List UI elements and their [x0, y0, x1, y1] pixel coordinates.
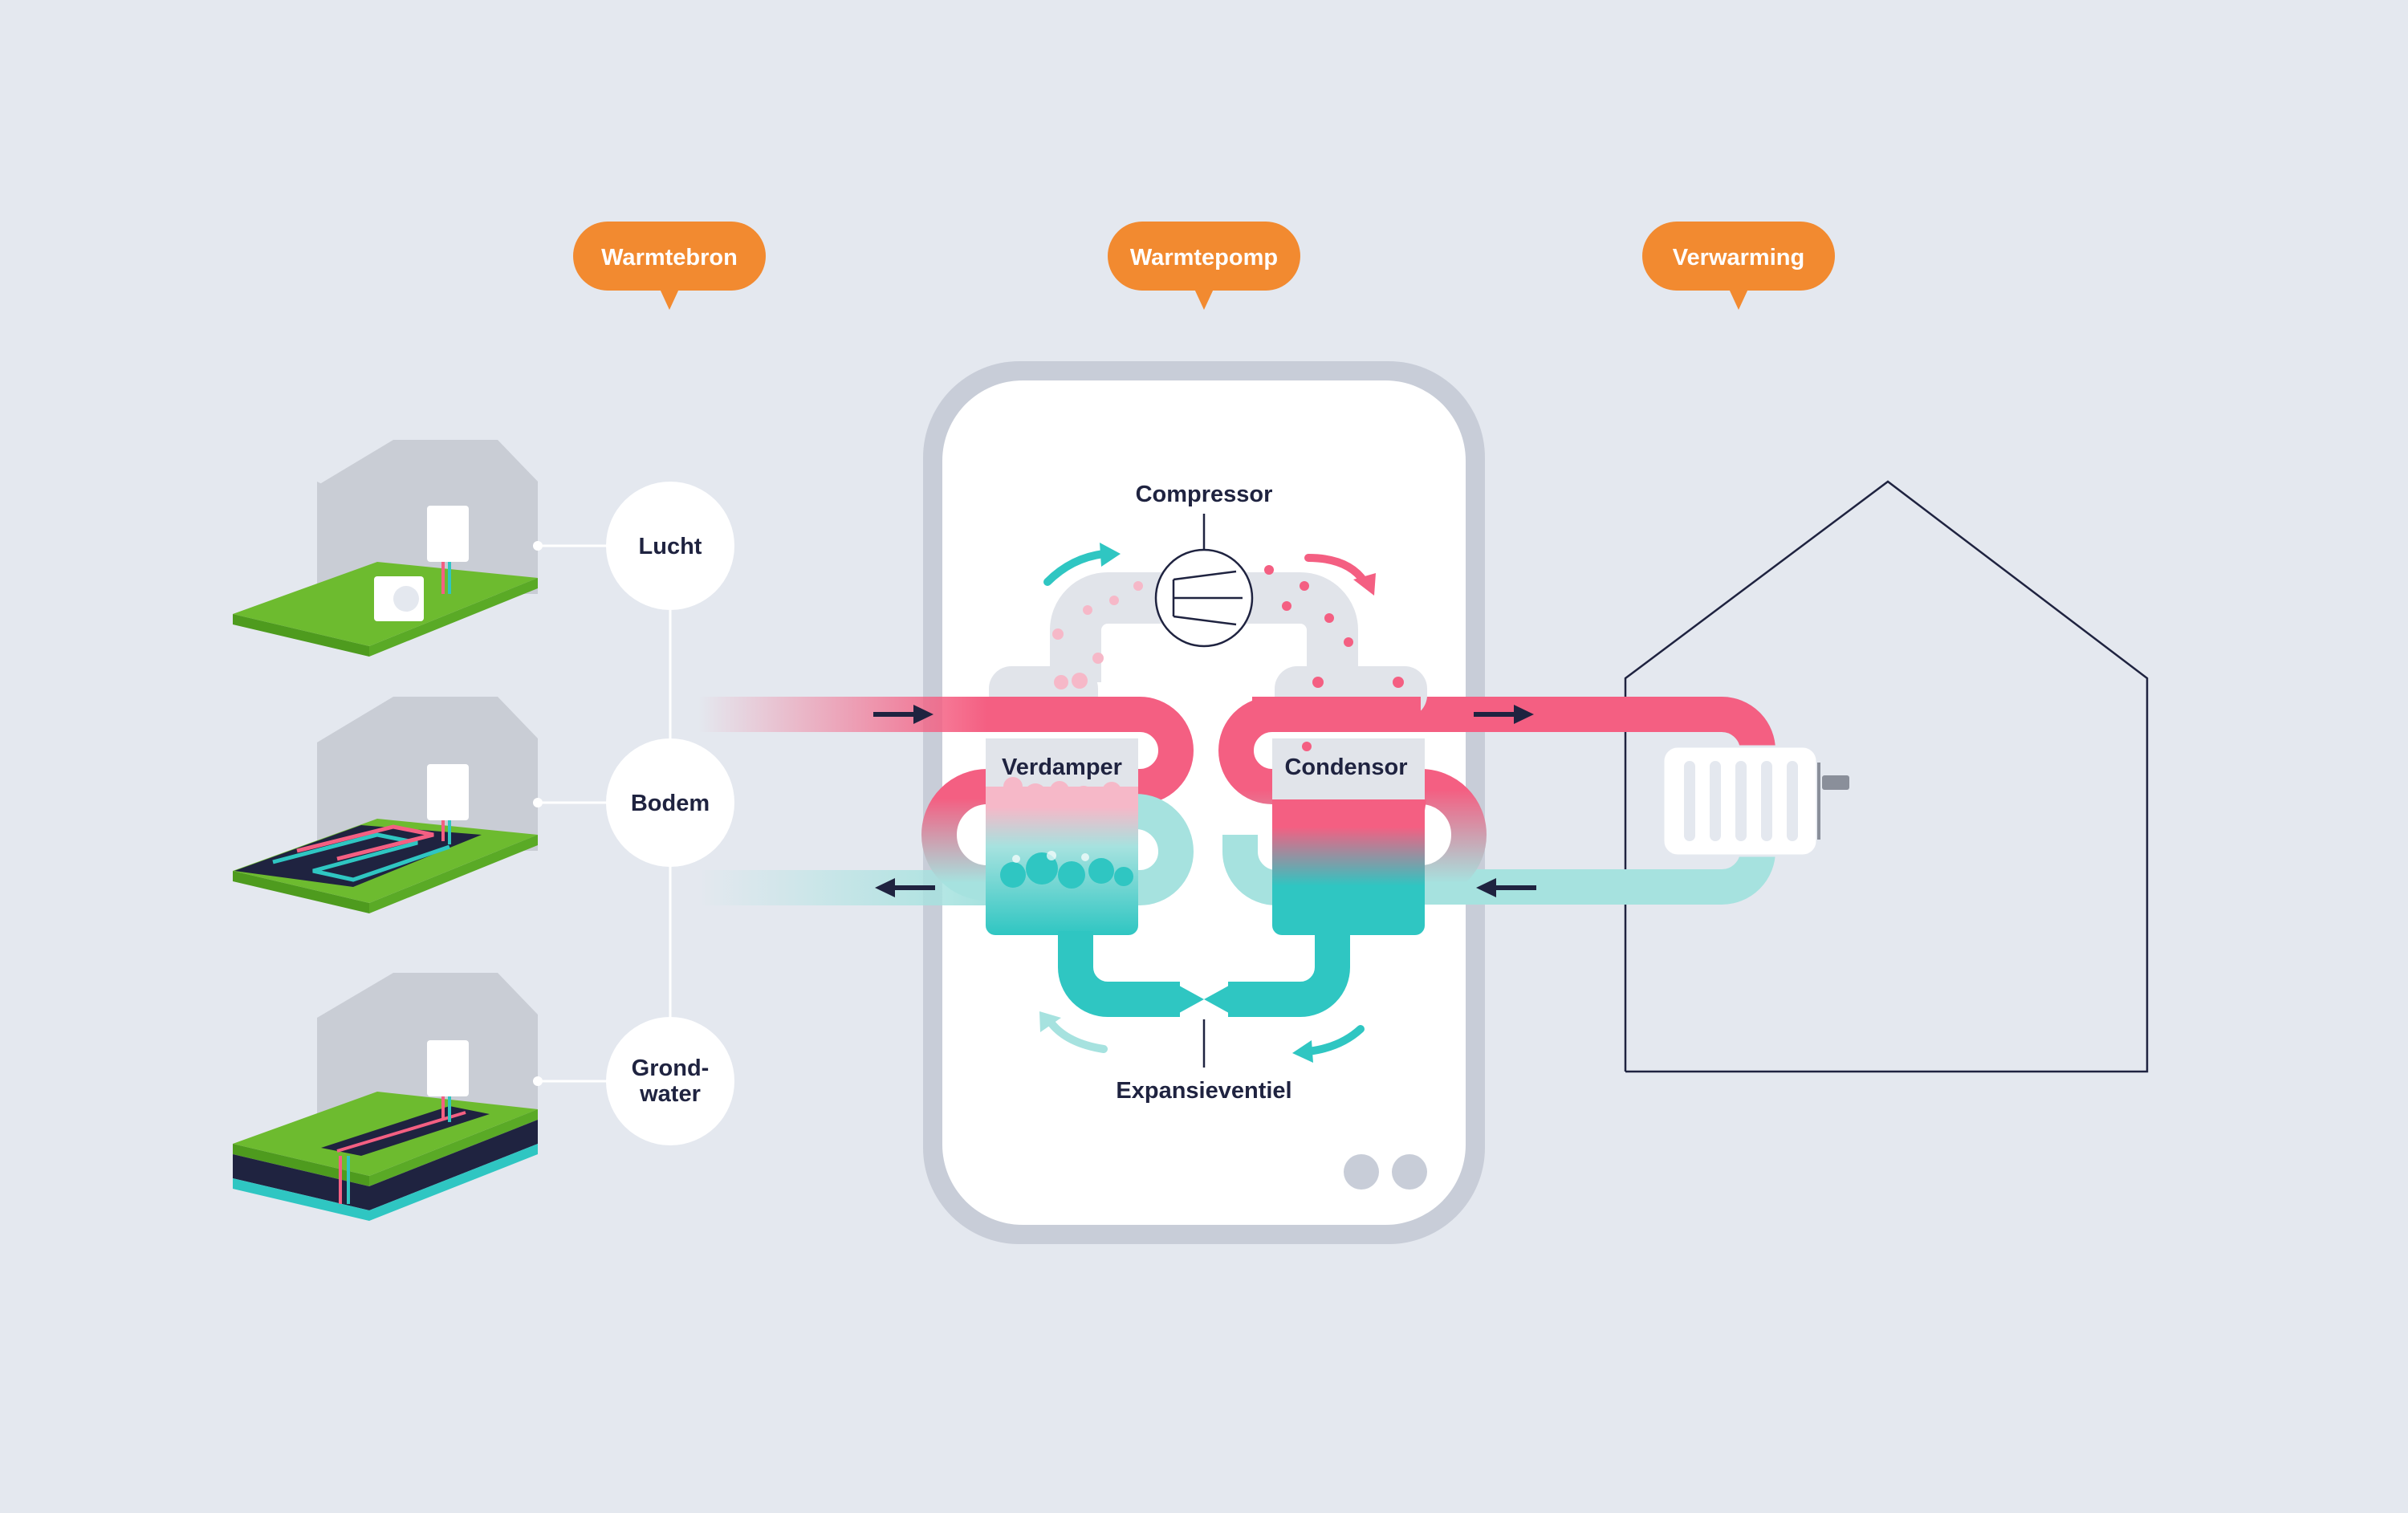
- arrow-right-icon: [873, 705, 934, 724]
- source-groundwater-label-line2: water: [639, 1081, 701, 1107]
- destination-house-outline: [1624, 480, 2149, 1073]
- evaporator-label: Verdamper: [1002, 754, 1122, 780]
- flow-arrow-cold-top: [1043, 543, 1121, 586]
- indoor-unit-icon: [427, 764, 469, 820]
- arrow-left-icon: [1476, 878, 1536, 897]
- source-air-label: Lucht: [639, 534, 702, 559]
- source-groundwater-label-line1: Grond-: [632, 1055, 710, 1081]
- indoor-unit-icon: [427, 1040, 469, 1096]
- source-ground: Bodem: [606, 738, 734, 867]
- tag-verwarming: Verwarming: [1642, 222, 1835, 310]
- radiator-icon: [1662, 745, 1849, 857]
- evaporator-tank: [986, 738, 1138, 935]
- expansion-valve-label: Expansieventiel: [1116, 1078, 1291, 1104]
- flow-arrow-hot-top: [1304, 554, 1376, 596]
- tag-warmtebron-label: Warmtebron: [601, 245, 738, 270]
- indoor-unit-icon: [427, 506, 469, 562]
- refrigerant-particles: [1052, 565, 1404, 751]
- source-air: Lucht: [606, 482, 734, 610]
- house-groundwater-illustration: [233, 973, 538, 1221]
- source-ground-label: Bodem: [631, 791, 710, 816]
- source-groundwater: Grond- water: [606, 1017, 734, 1145]
- tag-verwarming-label: Verwarming: [1673, 245, 1804, 270]
- indicator-dot: [1344, 1154, 1379, 1190]
- flow-arrow-bottom-right: [1292, 1025, 1365, 1063]
- arrow-right-icon: [1474, 705, 1534, 724]
- indicator-dot: [1392, 1154, 1427, 1190]
- tag-warmtepomp: Warmtepomp: [1108, 222, 1300, 310]
- arrow-left-icon: [875, 878, 935, 897]
- refrigerant-liquid-line: [1058, 931, 1350, 1017]
- flow-arrow-bottom-left: [1039, 1011, 1108, 1053]
- source-supply-pipe: [698, 697, 987, 732]
- condenser-tank: [1272, 738, 1426, 935]
- tag-warmtebron: Warmtebron: [573, 222, 766, 310]
- compressor-label: Compressor: [1136, 482, 1273, 507]
- house-air-illustration: [233, 440, 538, 657]
- condenser-label: Condensor: [1284, 754, 1407, 780]
- house-ground-illustration: [233, 697, 538, 913]
- compressor-icon: [1154, 548, 1254, 648]
- tag-warmtepomp-label: Warmtepomp: [1130, 245, 1278, 270]
